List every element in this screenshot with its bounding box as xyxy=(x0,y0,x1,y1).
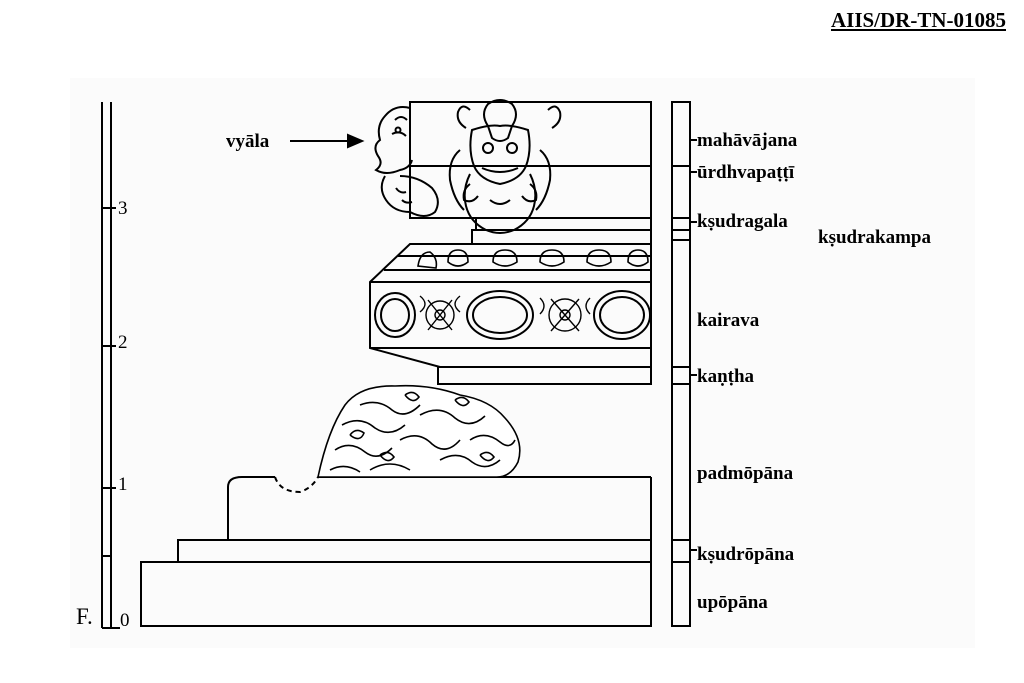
scale-tick-0: 0 xyxy=(120,610,130,631)
kairava-leaf-band xyxy=(417,249,649,269)
label-kairava: kairava xyxy=(697,310,760,331)
label-kantha: kaṇṭha xyxy=(697,366,755,387)
scale-tick-2: 2 xyxy=(118,332,128,353)
label-ksudropana: kṣudrōpāna xyxy=(697,544,795,565)
padmopana-foliage xyxy=(317,384,521,478)
label-upopana: upōpāna xyxy=(697,592,768,613)
moulding-division-bar xyxy=(671,101,697,627)
document-id: AIIS/DR-TN-01085 xyxy=(830,8,1006,32)
scale-bar xyxy=(101,102,120,629)
base-elevation xyxy=(140,101,652,627)
label-ksudragala: kṣudragala xyxy=(697,211,788,232)
scale-tick-1: 1 xyxy=(118,474,128,495)
vyala-arrow xyxy=(290,133,365,149)
vyala-figure xyxy=(374,106,439,217)
label-urdhvapatti: ūrdhvapaṭṭī xyxy=(697,162,795,183)
floor-label: F. xyxy=(76,604,93,629)
label-mahavajana: mahāvājana xyxy=(697,130,798,151)
kairava-medallions xyxy=(374,290,651,340)
vyala-label: vyāla xyxy=(226,131,270,152)
label-ksudrakampa: kṣudrakampa xyxy=(818,227,931,248)
scale-tick-3: 3 xyxy=(118,198,128,219)
kirtimukha-figure xyxy=(448,99,562,234)
label-padmopana: padmōpāna xyxy=(697,463,794,484)
